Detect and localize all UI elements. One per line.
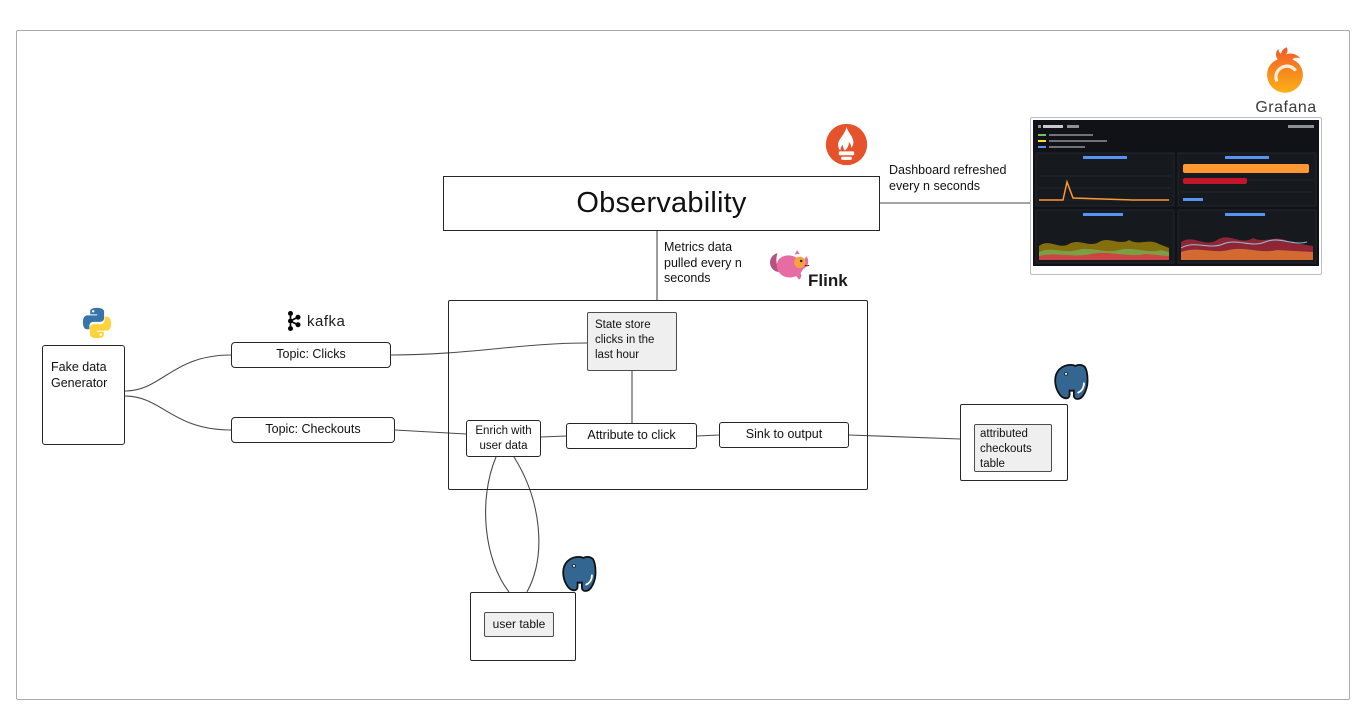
- kafka-label: kafka: [307, 313, 346, 330]
- topic-clicks-node: Topic: Clicks: [231, 342, 391, 368]
- user-table-node: user table: [484, 612, 554, 637]
- topic-checkouts-label: Topic: Checkouts: [265, 422, 361, 437]
- metrics-pull-note: Metrics data pulled every n seconds: [664, 240, 742, 286]
- diagram-border: [16, 30, 1350, 700]
- enrich-label: Enrich with user data: [475, 425, 532, 452]
- state-store-node: State store clicks in the last hour: [587, 312, 677, 371]
- fake-data-generator-label: Fake data Generator: [51, 360, 108, 390]
- flink-job-box: [448, 300, 868, 490]
- kafka-icon: [283, 308, 303, 334]
- topic-clicks-label: Topic: Clicks: [276, 347, 346, 362]
- python-icon: [79, 305, 115, 341]
- dashboard-refresh-note: Dashboard refreshed every n seconds: [889, 163, 1007, 193]
- postgresql-elephant-icon: [1048, 359, 1094, 406]
- flink-label: Flink: [808, 271, 848, 290]
- grafana-label: Grafana: [1255, 99, 1317, 116]
- enrich-node: Enrich with user data: [466, 420, 541, 457]
- postgresql-elephant-icon: [556, 551, 602, 598]
- observability-box: Observability: [443, 176, 880, 231]
- grafana-dashboard-thumbnail: [1030, 117, 1322, 275]
- grafana-dashboard-content: [1033, 120, 1319, 266]
- user-table-label: user table: [492, 616, 546, 631]
- prometheus-icon: [822, 120, 871, 169]
- flink-squirrel-icon: [766, 243, 812, 289]
- attribute-to-click-label: Attribute to click: [587, 428, 676, 443]
- grafana-icon: [1259, 44, 1311, 96]
- sink-to-output-label: Sink to output: [745, 427, 823, 442]
- sink-to-output-node: Sink to output: [719, 422, 849, 448]
- attributed-checkouts-node: attributed checkouts table: [974, 424, 1052, 472]
- attribute-to-click-node: Attribute to click: [566, 423, 697, 449]
- state-store-label: State store clicks in the last hour: [595, 319, 655, 361]
- topic-checkouts-node: Topic: Checkouts: [231, 417, 395, 443]
- attributed-checkouts-label: attributed checkouts table: [980, 428, 1032, 470]
- fake-data-generator-node: Fake data Generator: [42, 345, 125, 445]
- observability-label: Observability: [576, 187, 747, 220]
